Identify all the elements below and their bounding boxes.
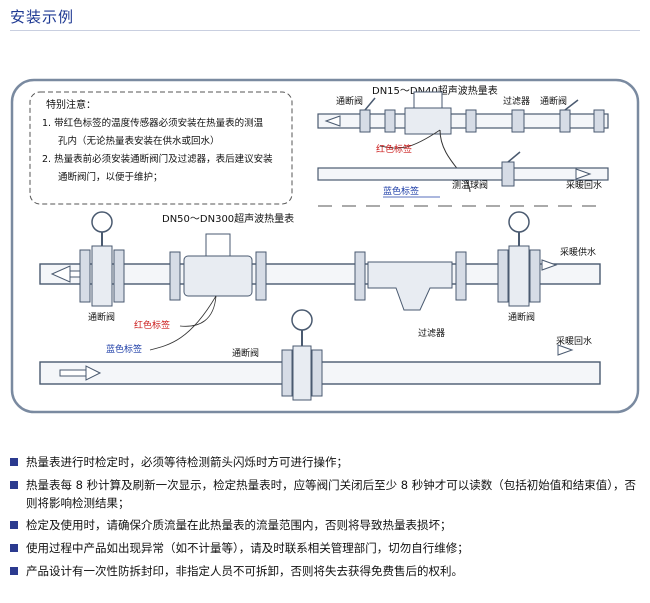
diagram-frame bbox=[10, 78, 640, 414]
large-supply-arrow-right bbox=[541, 259, 558, 271]
large-left-gate-valve bbox=[79, 211, 125, 307]
large-left-valve-label: 通断阀 bbox=[88, 311, 115, 323]
small-valve-handle-right bbox=[564, 99, 579, 111]
note-item: 热量表每 8 秒计算及刷新一次显示，检定热量表时，应等阀门关闭后至少 8 秒钟才… bbox=[8, 477, 644, 513]
note-text: 检定及使用时，请确保介质流量在此热量表的流量范围内，否则将导致热量表损坏； bbox=[26, 518, 452, 533]
small-meter-display bbox=[413, 91, 443, 109]
bullet-square-icon bbox=[10, 480, 18, 489]
large-filter bbox=[354, 251, 467, 311]
small-return-ball-handle bbox=[507, 151, 521, 163]
small-fitting-2 bbox=[384, 109, 396, 133]
attention-line-3: 2. 热量表前必须安装通断阀门及过滤器，表后建议安装 bbox=[42, 153, 273, 165]
large-blue-tag-wire bbox=[149, 295, 217, 351]
large-heating-return-label: 采暖回水 bbox=[556, 335, 592, 347]
small-return-pipe bbox=[317, 167, 609, 181]
small-red-tag-label: 红色标签 bbox=[376, 143, 412, 155]
note-text: 产品设计有一次性防拆封印，非指定人员不可拆卸，否则将失去获得免费售后的权利。 bbox=[26, 564, 463, 579]
small-heating-return-label: 采暖回水 bbox=[566, 179, 602, 191]
small-valve-handle-left bbox=[364, 97, 376, 111]
note-item: 产品设计有一次性防拆封印，非指定人员不可拆卸，否则将失去获得免费售后的权利。 bbox=[8, 563, 644, 581]
notes-list: 热量表进行时检定时，必须等待检测箭头闪烁时方可进行操作； 热量表每 8 秒计算及… bbox=[8, 454, 644, 586]
attention-box bbox=[29, 91, 293, 205]
small-red-tag-wire bbox=[379, 129, 441, 149]
title-divider bbox=[10, 30, 640, 31]
note-text: 热量表进行时检定时，必须等待检测箭头闪烁时方可进行操作； bbox=[26, 455, 348, 469]
bullet-square-icon bbox=[10, 521, 18, 530]
large-return-arrow-right bbox=[557, 344, 574, 356]
small-meter-body bbox=[404, 107, 452, 135]
small-return-fitting bbox=[501, 161, 515, 187]
page-title: 安装示例 bbox=[10, 8, 75, 26]
large-blue-tag-label: 蓝色标签 bbox=[106, 343, 142, 355]
small-sensor-cable bbox=[439, 129, 471, 193]
large-filter-label: 过滤器 bbox=[418, 327, 445, 339]
attention-line-2: 孔内（无论热量表安装在供水或回水） bbox=[58, 135, 220, 147]
bullet-square-icon bbox=[10, 458, 18, 466]
attention-line-1: 1. 带红色标签的温度传感器必须安装在热量表的测温 bbox=[42, 117, 264, 129]
note-item: 使用过程中产品如出现异常（如不计量等），请及时联系相关管理部门，切勿自行维修； bbox=[8, 540, 644, 558]
small-blue-tag-label: 蓝色标签 bbox=[383, 185, 419, 197]
small-valve-label: 通断阀 bbox=[336, 95, 363, 107]
large-right-valve-label: 通断阀 bbox=[508, 311, 535, 323]
large-return-arrow-left bbox=[59, 365, 102, 381]
note-text: 热量表每 8 秒计算及刷新一次显示，检定热量表时，应等阀门关闭后至少 8 秒钟才… bbox=[26, 477, 636, 510]
large-red-tag-wire bbox=[179, 295, 217, 327]
large-red-tag-label: 红色标签 bbox=[134, 319, 170, 331]
small-flow-arrow-left bbox=[324, 115, 341, 127]
small-fitting-5 bbox=[559, 109, 571, 133]
large-heating-supply-label: 采暖供水 bbox=[560, 246, 596, 258]
small-fitting-3 bbox=[465, 109, 477, 133]
note-text: 使用过程中产品如出现异常（如不计量等），请及时联系相关管理部门，切勿自行维修； bbox=[26, 541, 469, 556]
small-valve-label-right: 通断阀 bbox=[540, 95, 567, 107]
large-right-gate-valve bbox=[497, 211, 541, 307]
small-fitting-6 bbox=[593, 109, 605, 133]
bullet-square-icon bbox=[10, 567, 18, 576]
note-item: 检定及使用时，请确保介质流量在此热量表的流量范围内，否则将导致热量表损坏； bbox=[8, 517, 644, 535]
bullet-square-icon bbox=[10, 544, 18, 553]
note-item: 热量表进行时检定时，必须等待检测箭头闪烁时方可进行操作； bbox=[8, 454, 644, 472]
small-meter-title: DN15～DN40超声波热量表 bbox=[372, 84, 498, 97]
installation-diagram: 特别注意： 1. 带红色标签的温度传感器必须安装在热量表的测温 孔内（无论热量表… bbox=[10, 78, 640, 414]
small-filter-label: 过滤器 bbox=[503, 95, 530, 107]
small-fitting-4 bbox=[511, 109, 525, 133]
large-meter bbox=[169, 233, 267, 301]
large-meter-title: DN50～DN300超声波热量表 bbox=[162, 212, 294, 225]
attention-title: 特别注意： bbox=[46, 98, 96, 111]
test-ball-valve-label: 测温球阀 bbox=[452, 179, 488, 191]
large-return-gate-valve bbox=[281, 309, 323, 401]
small-fitting-1 bbox=[359, 109, 371, 133]
small-return-arrow bbox=[575, 168, 592, 180]
large-return-valve-label: 通断阀 bbox=[232, 347, 259, 359]
attention-line-4: 通断阀门，以便于维护； bbox=[58, 171, 163, 183]
